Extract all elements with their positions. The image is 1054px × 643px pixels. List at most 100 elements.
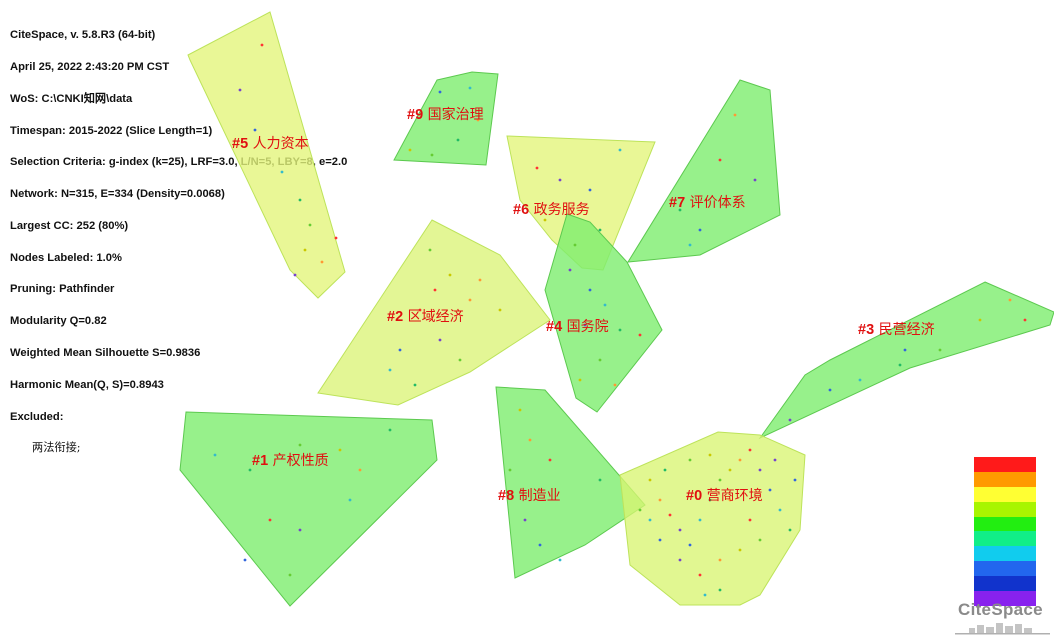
legend-swatch [974, 457, 1036, 472]
network-node [334, 236, 338, 240]
network-node [298, 443, 302, 447]
network-node [738, 548, 742, 552]
network-node [438, 338, 442, 342]
network-node [358, 468, 362, 472]
network-node [733, 113, 737, 117]
network-node [578, 378, 582, 382]
cluster-label-2[interactable]: #2 区域经济 [387, 309, 464, 325]
cluster-label-6[interactable]: #6 政务服务 [513, 202, 590, 218]
network-summary-text: CiteSpace, v. 5.8.R3 (64-bit) April 25, … [10, 9, 347, 465]
cluster-hull [544, 213, 663, 413]
network-node [718, 158, 722, 162]
info-line: Excluded: [10, 410, 64, 423]
cluster-1[interactable] [179, 411, 438, 607]
network-node [260, 43, 264, 47]
network-node [768, 488, 772, 492]
network-node [348, 498, 352, 502]
network-node [543, 218, 547, 222]
cluster-2[interactable] [317, 219, 551, 406]
info-line: Largest CC: 252 (80%) [10, 219, 129, 232]
network-node [558, 558, 562, 562]
network-node [213, 453, 217, 457]
network-node [568, 268, 572, 272]
network-node [703, 593, 707, 597]
cluster-4[interactable] [544, 213, 663, 413]
info-line: Nodes Labeled: 1.0% [10, 251, 122, 264]
network-node [638, 508, 642, 512]
network-node [678, 558, 682, 562]
legend-swatch [974, 561, 1036, 577]
cluster-7[interactable] [627, 79, 781, 263]
network-node [698, 518, 702, 522]
network-node [588, 188, 592, 192]
cluster-0[interactable] [619, 431, 806, 606]
cluster-label-9[interactable]: #9 国家治理 [407, 106, 484, 123]
network-node [828, 388, 832, 392]
network-node [428, 248, 432, 252]
network-node [1023, 318, 1027, 322]
network-node [748, 448, 752, 452]
legend-swatch [974, 516, 1036, 532]
network-node [293, 273, 297, 277]
cluster-hull [627, 79, 781, 263]
info-line: WoS: C:\CNKI知网\data [10, 92, 133, 105]
cluster-label-1[interactable]: #1 产权性质 [252, 453, 329, 469]
excluded-terms: 两法衔接; [32, 441, 81, 455]
cluster-9[interactable] [393, 71, 499, 166]
year-color-legend [974, 457, 1036, 606]
network-node [718, 588, 722, 592]
cluster-hull [187, 11, 346, 299]
network-node [518, 408, 522, 412]
network-node [430, 153, 434, 157]
network-node [456, 138, 460, 142]
network-node [708, 498, 712, 502]
network-node [658, 498, 662, 502]
network-node [728, 468, 732, 472]
legend-swatch [974, 531, 1036, 547]
info-line: CiteSpace, v. 5.8.R3 (64-bit) [10, 29, 156, 42]
network-node [303, 248, 307, 252]
network-node [468, 86, 472, 90]
cluster-hull [393, 71, 499, 166]
network-node [698, 573, 702, 577]
network-node [548, 458, 552, 462]
network-node [243, 558, 247, 562]
cluster-label-5[interactable]: #5 人力资本 [232, 136, 309, 152]
network-node [248, 468, 252, 472]
cluster-8[interactable] [495, 386, 646, 579]
network-node [668, 513, 672, 517]
cluster-label-4[interactable]: #4 国务院 [546, 319, 609, 335]
network-node [938, 348, 942, 352]
network-node [903, 348, 907, 352]
network-node [588, 288, 592, 292]
network-node [793, 478, 797, 482]
network-node [413, 383, 417, 387]
network-node [708, 453, 712, 457]
network-node [858, 378, 862, 382]
cluster-label-0[interactable]: #0 营商环境 [686, 488, 763, 504]
network-node [338, 448, 342, 452]
cluster-label-8[interactable]: #8 制造业 [498, 488, 561, 504]
network-node [535, 166, 539, 170]
network-node [658, 538, 662, 542]
cluster-label-7[interactable]: #7 评价体系 [669, 195, 746, 211]
network-node [748, 518, 752, 522]
cluster-5[interactable] [187, 11, 346, 299]
network-node [648, 518, 652, 522]
network-node [418, 308, 422, 312]
cluster-label-3[interactable]: #3 民营经济 [858, 322, 935, 338]
network-node [558, 178, 562, 182]
network-node [298, 198, 302, 202]
citespace-logo: CiteSpace [958, 600, 1043, 619]
network-node [613, 383, 617, 387]
network-node [583, 323, 587, 327]
network-node [398, 348, 402, 352]
cluster-3[interactable] [758, 281, 1054, 440]
legend-swatch [974, 486, 1036, 502]
network-node [718, 478, 722, 482]
network-node [523, 518, 527, 522]
network-node [476, 118, 480, 122]
cluster-hull [758, 281, 1054, 440]
network-node [598, 228, 602, 232]
